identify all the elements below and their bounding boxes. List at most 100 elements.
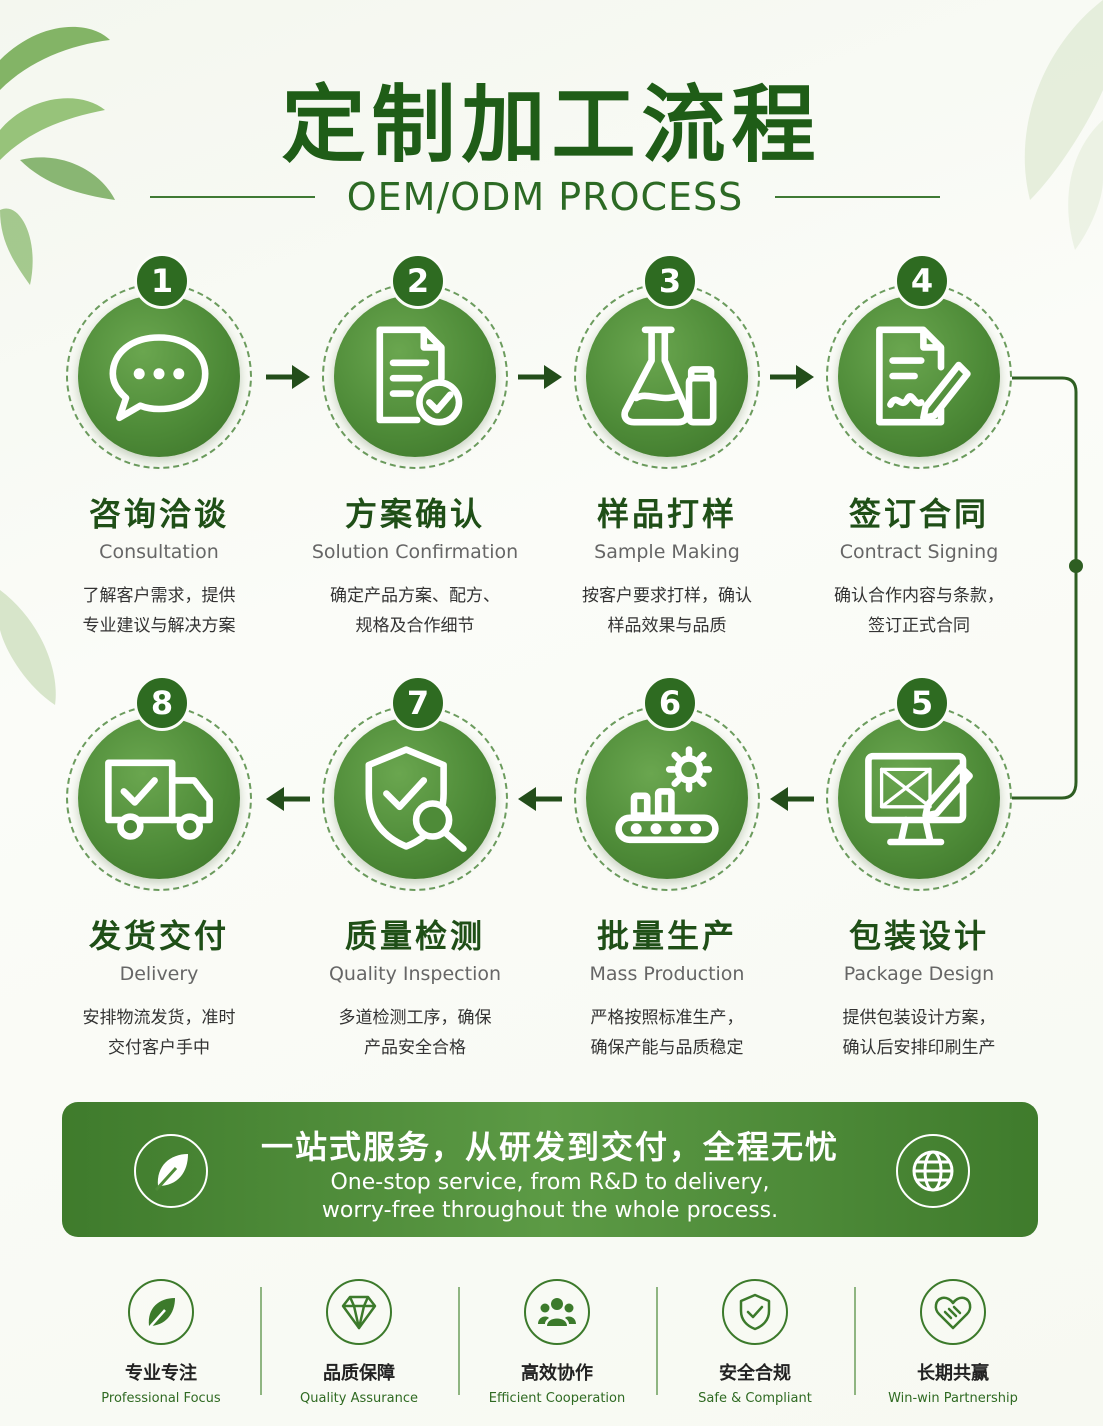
page-title: 定制加工流程 bbox=[281, 76, 822, 174]
step-circle bbox=[838, 295, 1000, 457]
leaf-decoration-top-right bbox=[1024, 0, 1103, 250]
feature-icon-circle bbox=[128, 1279, 194, 1345]
step-6: 6 批量生产 Mass Production 严格按照标准生产， 确保产能与品质… bbox=[552, 675, 782, 1063]
leaf-decoration-left bbox=[0, 590, 56, 705]
step-title: 发货交付 bbox=[88, 917, 229, 955]
step-badge: 1 bbox=[66, 253, 252, 469]
step-circle bbox=[78, 295, 240, 457]
feature-en: Safe & Compliant bbox=[698, 1391, 812, 1406]
step-number: 2 bbox=[390, 253, 446, 309]
step-desc: 确定产品方案、配方、 规格及合作细节 bbox=[330, 586, 500, 636]
step-1: 1 咨询洽谈 Consultation 了解客户需求，提供 专业建议与解决方案 bbox=[44, 253, 274, 641]
feature-icon-circle bbox=[722, 1279, 788, 1345]
subtitle-divider-left bbox=[150, 196, 315, 198]
feature-item: 长期共赢 Win-win Partnership bbox=[854, 1275, 1052, 1406]
step-title: 方案确认 bbox=[344, 495, 485, 533]
step-badge: 2 bbox=[322, 253, 508, 469]
step-circle bbox=[78, 717, 240, 879]
handshake-heart-icon bbox=[934, 1296, 972, 1330]
contract-pen-icon bbox=[876, 326, 971, 426]
arrow-left-icon bbox=[266, 787, 310, 811]
arrow-right-icon bbox=[770, 365, 814, 389]
banner-subtitle-line2: worry-free throughout the whole process. bbox=[321, 1198, 779, 1223]
step-en: Package Design bbox=[843, 963, 995, 985]
step-en: Consultation bbox=[99, 541, 219, 563]
step-en: Delivery bbox=[119, 963, 199, 985]
conveyor-gear-icon bbox=[615, 746, 719, 844]
step-7: 7 质量检测 Quality Inspection 多道检测工序，确保 产品安全… bbox=[300, 675, 530, 1063]
step-title: 签订合同 bbox=[848, 495, 989, 533]
arrow-right-icon bbox=[518, 365, 562, 389]
step-badge: 3 bbox=[574, 253, 760, 469]
feature-title: 品质保障 bbox=[323, 1363, 395, 1384]
feature-en: Professional Focus bbox=[101, 1391, 221, 1406]
document-check-icon bbox=[376, 326, 463, 426]
step-title: 批量生产 bbox=[596, 917, 737, 955]
step-8: 8 发货交付 Delivery 安排物流发货，准时 交付客户手中 bbox=[44, 675, 274, 1063]
step-circle bbox=[586, 717, 748, 879]
step-title: 质量检测 bbox=[344, 917, 485, 955]
feature-title: 专业专注 bbox=[125, 1363, 197, 1384]
step-circle bbox=[586, 295, 748, 457]
page-subtitle: OEM/ODM PROCESS bbox=[346, 175, 744, 219]
feature-list: 专业专注 Professional Focus 品质保障 Quality Ass… bbox=[62, 1275, 1052, 1406]
shield-magnifier-icon bbox=[365, 746, 467, 852]
step-desc: 多道检测工序，确保 产品安全合格 bbox=[338, 1008, 492, 1058]
step-4: 4 签订合同 Contract Signing 确认合作内容与条款， 签订正式合… bbox=[804, 253, 1034, 641]
step-number: 5 bbox=[894, 675, 950, 731]
step-desc: 按客户要求打样，确认 样品效果与品质 bbox=[582, 586, 752, 636]
step-title: 咨询洽谈 bbox=[88, 495, 229, 533]
feature-en: Win-win Partnership bbox=[888, 1391, 1018, 1406]
step-desc: 了解客户需求，提供 专业建议与解决方案 bbox=[82, 586, 236, 636]
leaf-badge-icon bbox=[134, 1134, 208, 1208]
service-banner: 一站式服务，从研发到交付，全程无忧 One-stop service, from… bbox=[62, 1102, 1038, 1237]
banner-subtitle-line1: One-stop service, from R&D to delivery, bbox=[330, 1170, 770, 1195]
step-circle bbox=[838, 717, 1000, 879]
feature-en: Quality Assurance bbox=[300, 1391, 418, 1406]
step-title: 包装设计 bbox=[848, 917, 989, 955]
step-badge: 4 bbox=[826, 253, 1012, 469]
step-5: 5 包装设计 Package Design 提供包装设计方案， 确认后安排印刷生… bbox=[804, 675, 1034, 1063]
banner-title: 一站式服务，从研发到交付，全程无忧 bbox=[260, 1128, 839, 1166]
feature-item: 专业专注 Professional Focus bbox=[62, 1275, 260, 1406]
step-en: Contract Signing bbox=[839, 541, 999, 563]
feature-icon-circle bbox=[920, 1279, 986, 1345]
feature-title: 长期共赢 bbox=[917, 1363, 989, 1384]
arrow-left-icon bbox=[518, 787, 562, 811]
step-desc: 严格按照标准生产， 确保产能与品质稳定 bbox=[590, 1008, 744, 1058]
shield-check-icon bbox=[739, 1293, 771, 1331]
step-title: 样品打样 bbox=[596, 495, 737, 533]
feature-icon-circle bbox=[524, 1279, 590, 1345]
step-en: Quality Inspection bbox=[328, 963, 502, 985]
step-desc: 确认合作内容与条款， 签订正式合同 bbox=[834, 586, 1004, 636]
step-desc: 安排物流发货，准时 交付客户手中 bbox=[82, 1008, 236, 1058]
step-badge: 6 bbox=[574, 675, 760, 891]
arrow-right-icon bbox=[266, 365, 310, 389]
leaf-icon bbox=[148, 1298, 175, 1329]
diamond-icon bbox=[341, 1295, 377, 1330]
subtitle-row: OEM/ODM PROCESS bbox=[150, 172, 940, 222]
step-en: Mass Production bbox=[589, 963, 745, 985]
feature-item: 品质保障 Quality Assurance bbox=[260, 1275, 458, 1406]
step-desc: 提供包装设计方案， 确认后安排印刷生产 bbox=[842, 1008, 996, 1058]
row-connector bbox=[1012, 376, 1083, 800]
subtitle-divider-right bbox=[775, 196, 940, 198]
step-number: 6 bbox=[642, 675, 698, 731]
feature-en: Efficient Cooperation bbox=[488, 1391, 626, 1406]
step-2: 2 方案确认 Solution Confirmation 确定产品方案、配方、 … bbox=[300, 253, 530, 641]
feature-title: 安全合规 bbox=[719, 1363, 791, 1384]
delivery-truck-icon bbox=[105, 759, 213, 840]
arrow-left-icon bbox=[770, 787, 814, 811]
step-circle bbox=[334, 295, 496, 457]
globe-icon bbox=[896, 1134, 970, 1208]
step-badge: 8 bbox=[66, 675, 252, 891]
step-badge: 5 bbox=[826, 675, 1012, 891]
step-number: 7 bbox=[390, 675, 446, 731]
step-number: 8 bbox=[134, 675, 190, 731]
step-en: Sample Making bbox=[594, 541, 740, 563]
feature-icon-circle bbox=[326, 1279, 392, 1345]
leaf-decoration-top-left bbox=[0, 26, 115, 285]
step-en: Solution Confirmation bbox=[311, 541, 519, 563]
step-number: 3 bbox=[642, 253, 698, 309]
feature-title: 高效协作 bbox=[521, 1363, 593, 1384]
